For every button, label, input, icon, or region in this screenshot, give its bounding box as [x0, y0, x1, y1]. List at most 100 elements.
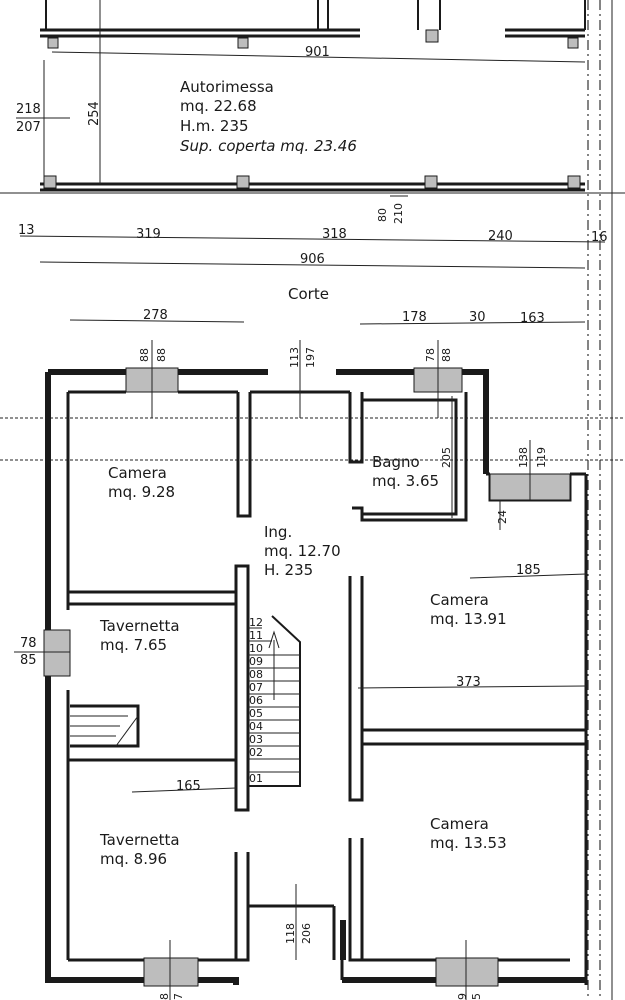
dim-line: [39, 261, 586, 269]
room-tavern1-name: Tavernetta: [99, 617, 180, 635]
partition-bath-bottom: [352, 392, 468, 522]
garage-area: mq. 22.68: [180, 97, 257, 115]
dim-win3-bottom: 119: [535, 447, 548, 468]
courtyard-label: Corte: [288, 285, 329, 303]
dim-tavern-width: 165: [176, 779, 201, 794]
partition-bed2-bottom: [362, 728, 586, 746]
window-sill: [143, 957, 199, 987]
dim-line: [469, 573, 587, 579]
dim-side-win-bottom: 85: [20, 653, 37, 668]
dim-win3-top: 138: [517, 447, 530, 468]
room-entrance-name: Ing.: [264, 523, 292, 541]
outer-wall-top-right2: [462, 369, 489, 474]
stair-step-number: 01: [249, 772, 263, 785]
stair-step-number: 07: [249, 681, 263, 694]
pillar: [425, 29, 439, 43]
room-bedroom2-name: Camera: [430, 591, 489, 609]
dim-court-mid: 178: [402, 310, 427, 325]
dimension-chain: 13 319 318 240 16 906 Corte 278 178 30 1…: [18, 223, 608, 326]
dim-court-left: 278: [143, 308, 168, 323]
dim-door-bottom: 197: [304, 347, 317, 368]
step-line: [115, 715, 139, 747]
stair-step-number: 03: [249, 733, 263, 746]
stair-step-number: 11: [249, 629, 263, 642]
dim-beam-bottom: 210: [392, 203, 405, 224]
dim-side-win-top: 78: [20, 636, 37, 651]
partition-mid-left: [234, 564, 250, 812]
dim-beam-top: 80: [376, 208, 389, 222]
dim-seg-right: 16: [591, 230, 608, 245]
dim-seg-1: 319: [136, 227, 161, 242]
room-tavern2-name: Tavernetta: [99, 831, 180, 849]
stair-step-number: 08: [249, 668, 263, 681]
partition-bath-left: [348, 392, 364, 464]
dim-line: [69, 319, 245, 323]
dim-court-right: 163: [520, 311, 545, 326]
dim-garage-opening-bottom: 207: [16, 120, 41, 135]
pillar: [424, 175, 438, 189]
garage-covered-area: Sup. coperta mq. 23.46: [180, 137, 357, 155]
dim-line: [51, 51, 586, 63]
dim-win1-top: 88: [138, 348, 151, 362]
dim-bottom-left-a: 8: [158, 993, 171, 1000]
room-bathroom-area: mq. 3.65: [372, 472, 439, 490]
dim-seg-left: 13: [18, 223, 35, 238]
dim-garage-opening-top: 218: [16, 102, 41, 117]
partition-bed1-right: [236, 392, 252, 518]
dim-line: [357, 685, 587, 689]
stair-step-number: 10: [249, 642, 263, 655]
tavern-step: [70, 704, 140, 748]
room-bedroom3-name: Camera: [430, 815, 489, 833]
dim-court-small: 30: [469, 310, 486, 325]
stair-step-number: 06: [249, 694, 263, 707]
dim-win2-top: 78: [424, 348, 437, 362]
dim-garage-depth: 254: [87, 101, 102, 126]
stair-arrow-head: [268, 630, 280, 649]
stair-step-number: 09: [249, 655, 263, 668]
window-sill: [435, 957, 499, 987]
partition-right-vertical-2: [348, 838, 364, 962]
dim-bed2-full: 373: [456, 675, 481, 690]
outer-wall-left-lower: [45, 676, 144, 983]
dim-bed2-width: 185: [516, 563, 541, 578]
dim-entry-bottom: 206: [300, 923, 313, 944]
garage: 901 218 207 254 Autorimessa mq. 22.68 H.…: [0, 0, 625, 224]
dim-bottom-right-b: 5: [470, 993, 483, 1000]
pillar: [567, 175, 581, 189]
dim-bath-height: 205: [440, 447, 453, 468]
partition-lower-left: [234, 852, 250, 962]
dim-win2-bottom: 88: [440, 348, 453, 362]
outer-wall-bottom-mid: [198, 977, 239, 985]
room-entrance-height: H. 235: [264, 561, 313, 579]
room-labels: Camera mq. 9.28 Bagno mq. 3.65 Ing. mq. …: [99, 453, 507, 868]
interior-dimensions: 88 88 113 197 78 88 205 138 119 24 185 3…: [14, 340, 587, 1000]
room-tavern2-area: mq. 8.96: [100, 850, 167, 868]
pillar: [237, 37, 249, 49]
partitions: [68, 392, 586, 980]
pillar: [567, 37, 579, 49]
staircase: 12 11 10 09 08 07 06 05 04 03 02 01: [247, 615, 301, 787]
room-entrance-area: mq. 12.70: [264, 542, 341, 560]
dim-garage-width: 901: [305, 45, 330, 60]
room-bedroom3-area: mq. 13.53: [430, 834, 507, 852]
garage-height: H.m. 235: [180, 117, 249, 135]
dim-line: [359, 321, 586, 325]
dim-entry-top: 118: [284, 923, 297, 944]
room-bedroom1-area: mq. 9.28: [108, 483, 175, 501]
dim-line: [131, 787, 237, 793]
entry-jamb: [340, 920, 346, 960]
dim-bottom-left-b: 7: [172, 993, 185, 1000]
stair-outline: [247, 615, 301, 787]
house-walls: [43, 367, 588, 987]
garage-name: Autorimessa: [180, 78, 274, 96]
dim-bottom-right-a: 9: [456, 993, 469, 1000]
room-bedroom1-name: Camera: [108, 464, 167, 482]
dim-door-top: 113: [288, 347, 301, 368]
stair-step-number: 02: [249, 746, 263, 759]
dim-line: [19, 235, 606, 243]
window-sill: [43, 629, 71, 677]
pillar: [47, 37, 59, 49]
dim-step-small: 24: [496, 510, 509, 524]
dim-total-width: 906: [300, 252, 325, 267]
